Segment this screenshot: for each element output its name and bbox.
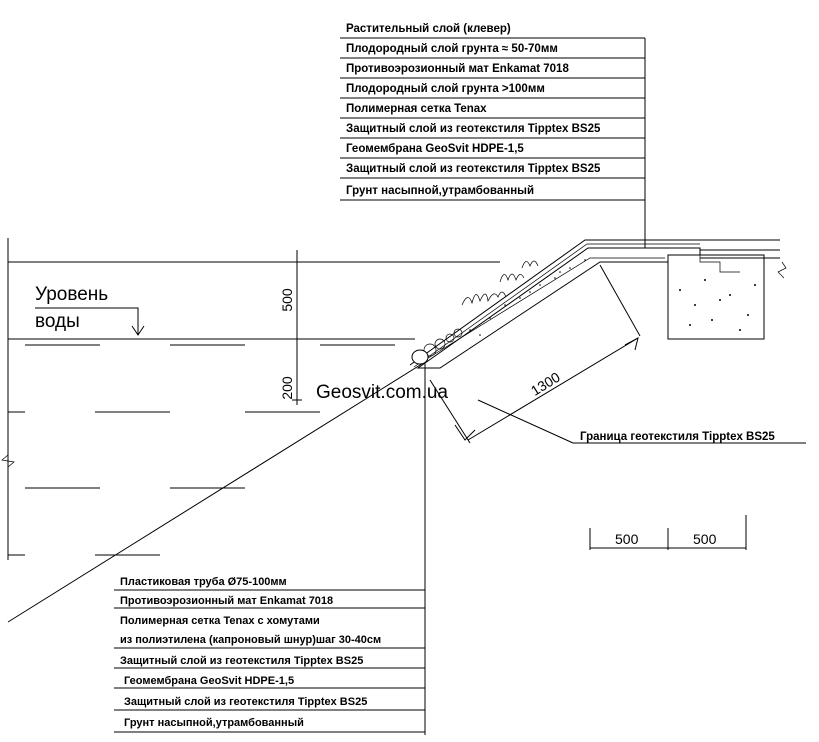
watermark: Geosvit.com.ua <box>316 382 448 403</box>
top-layer-legend: Растительный слой (клевер) Плодородный с… <box>340 23 646 250</box>
water-level-line1: Уровень <box>35 284 108 305</box>
bottom-layer-6: Геомембрана GeoSvit HDPE-1,5 <box>124 675 294 687</box>
bottom-layer-1: Пластиковая труба Ø75-100мм <box>120 576 287 588</box>
scale-bar: 500 500 <box>589 515 747 550</box>
bottom-layer-3: Полимерная сетка Tenax с хомутами <box>120 615 320 627</box>
bottom-layer-4: из полиэтилена (капроновый шнур)шаг 30-4… <box>120 634 381 646</box>
boundary-label: Граница геотекстиля Tipptex BS25 <box>580 431 775 443</box>
concrete-block <box>667 248 787 340</box>
bottom-layer-8: Грунт насыпной,утрамбованный <box>124 717 304 729</box>
dim-500-vertical: 500 <box>279 288 295 312</box>
pipe-icon <box>411 349 429 365</box>
bottom-layer-7: Защитный слой из геотекстиля Tipptex BS2… <box>124 696 367 708</box>
top-layer-5: Полимерная сетка Tenax <box>346 103 487 115</box>
vertical-dimensions: 500 200 <box>279 250 302 405</box>
bottom-layer-legend: Пластиковая труба Ø75-100мм Противоэрози… <box>114 576 425 733</box>
top-layer-8: Защитный слой из геотекстиля Tipptex BS2… <box>346 163 601 175</box>
top-layer-7: Геомембрана GeoSvit HDPE-1,5 <box>346 143 524 155</box>
water-level-line2: воды <box>35 311 80 332</box>
top-layer-9: Грунт насыпной,утрамбованный <box>346 185 534 197</box>
top-layer-3: Противоэрозионный мат Enkamat 7018 <box>346 63 569 75</box>
bottom-layer-5: Защитный слой из геотекстиля Tipptex BS2… <box>120 655 363 667</box>
top-layer-1: Растительный слой (клевер) <box>346 23 511 35</box>
bottom-layer-2: Противоэрозионный мат Enkamat 7018 <box>120 595 333 607</box>
top-layer-4: Плодородный слой грунта >100мм <box>346 83 545 95</box>
embankment <box>1 238 780 735</box>
dim-1300: 1300 <box>528 369 563 399</box>
top-layer-2: Плодородный слой грунта ≈ 50-70мм <box>346 43 558 55</box>
boundary-callout: Граница геотекстиля Tipptex BS25 <box>477 399 806 444</box>
dim-200-vertical: 200 <box>279 376 295 400</box>
scale-500-a: 500 <box>615 531 639 547</box>
scale-500-b: 500 <box>693 531 717 547</box>
vegetation-and-stones <box>411 260 539 365</box>
water-level: Уровень воды <box>8 284 415 556</box>
top-layer-6: Защитный слой из геотекстиля Tipptex BS2… <box>346 123 601 135</box>
